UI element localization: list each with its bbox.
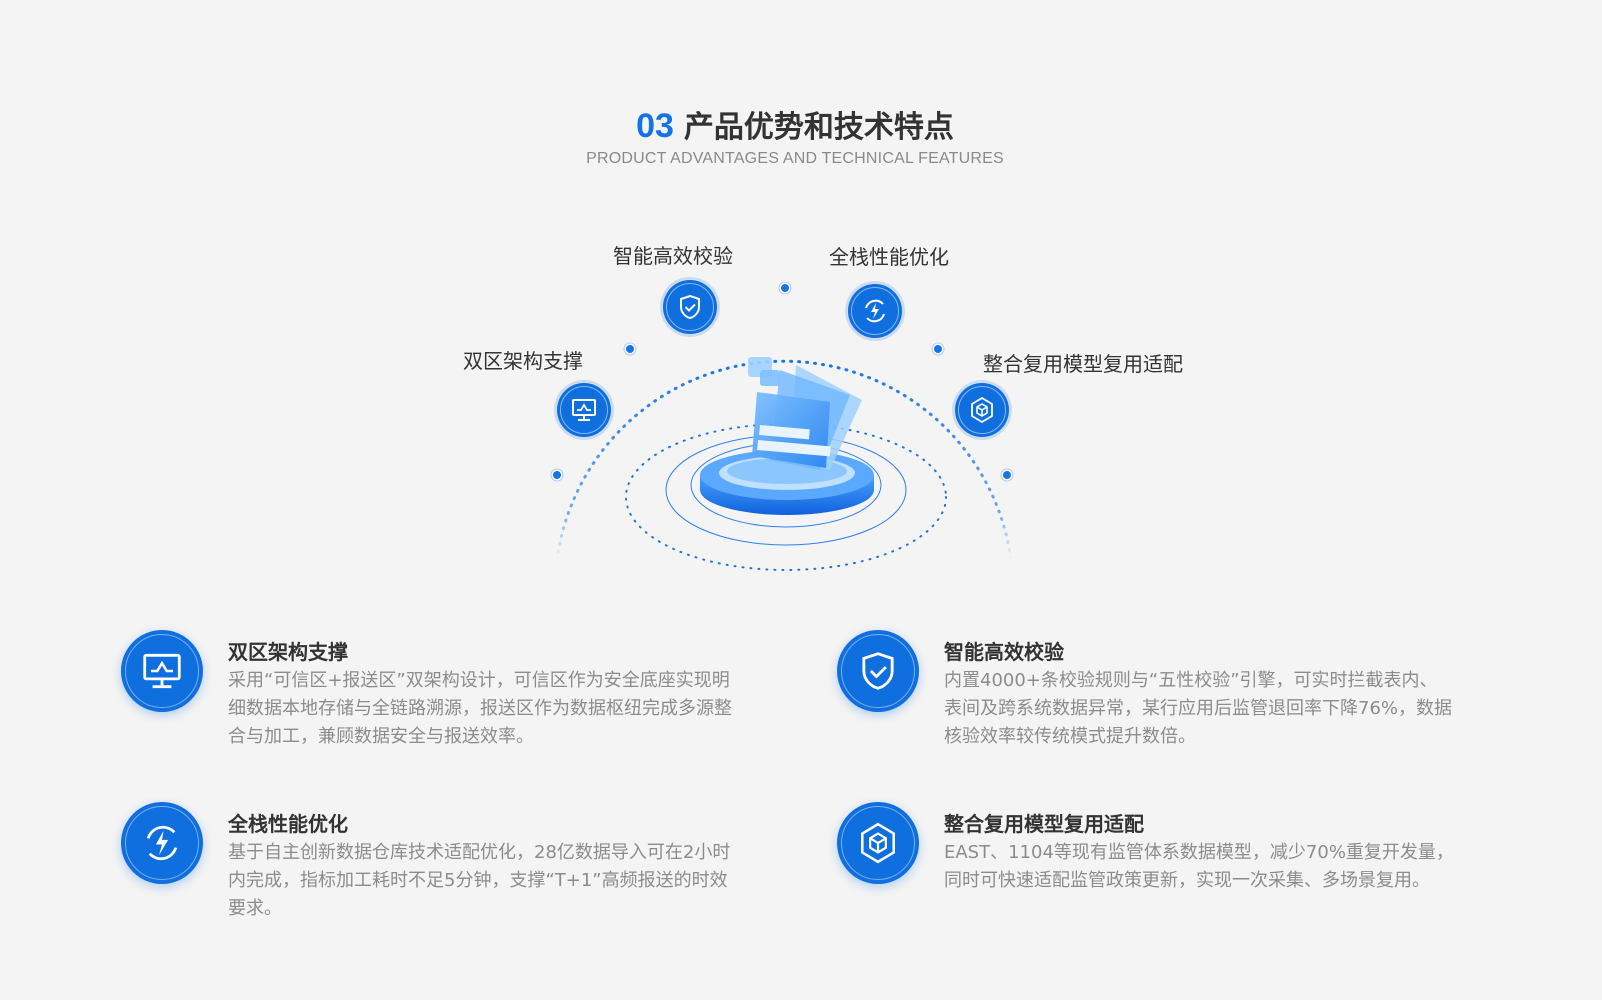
feature-title: 整合复用模型复用适配 [944,812,1144,836]
diagram-node-performance [848,284,902,338]
feature-icon-badge [837,630,919,712]
feature-title: 全栈性能优化 [228,812,348,836]
section-subtitle: PRODUCT ADVANTAGES AND TECHNICAL FEATURE… [586,150,1004,167]
diagram-node-reuse [955,383,1009,437]
monitor-icon [143,653,181,689]
diagram-node-validation [663,280,717,334]
orbit-dots [550,281,1014,482]
lightning-refresh-icon [865,299,885,323]
cube-icon [971,396,993,424]
section-title-text: 产品优势和技术特点 [683,110,954,145]
orbit-arc [555,359,1013,562]
section-title: 03 产品优势和技术特点 [0,102,1590,146]
cube-icon [861,822,895,864]
platform-illustration [625,357,947,571]
diagram-label-dual-zone: 双区架构支撑 [463,349,583,373]
feature-description: 采用“可信区+报送区”双架构设计，可信区作为安全底座实现明细数据本地存储与全链路… [228,670,732,747]
diagram-label-reuse: 整合复用模型复用适配 [983,352,1183,376]
shield-check-icon [862,652,894,690]
feature-title: 智能高效校验 [944,640,1064,664]
diagram-label-performance: 全栈性能优化 [829,245,949,269]
feature-title: 双区架构支撑 [228,640,348,664]
lightning-refresh-icon [146,825,178,861]
feature-icon-badge [837,802,919,884]
feature-description: EAST、1104等现有监管体系数据模型，减少70%重复开发量，同时可快速适配监… [944,842,1454,891]
feature-icon-badge [121,802,203,884]
section-number: 03 [636,107,674,145]
monitor-icon [572,399,596,421]
feature-icon-badge [121,630,203,712]
feature-description: 基于自主创新数据仓库技术适配优化，28亿数据导入可在2小时内完成，指标加工耗时不… [228,842,731,919]
feature-description: 内置4000+条校验规则与“五性校验”引擎，可实时拦截表内、表间及跨系统数据异常… [944,670,1453,747]
diagram-node-dual-zone [557,383,611,437]
diagram-label-validation: 智能高效校验 [613,244,733,268]
shield-check-icon [680,294,700,320]
